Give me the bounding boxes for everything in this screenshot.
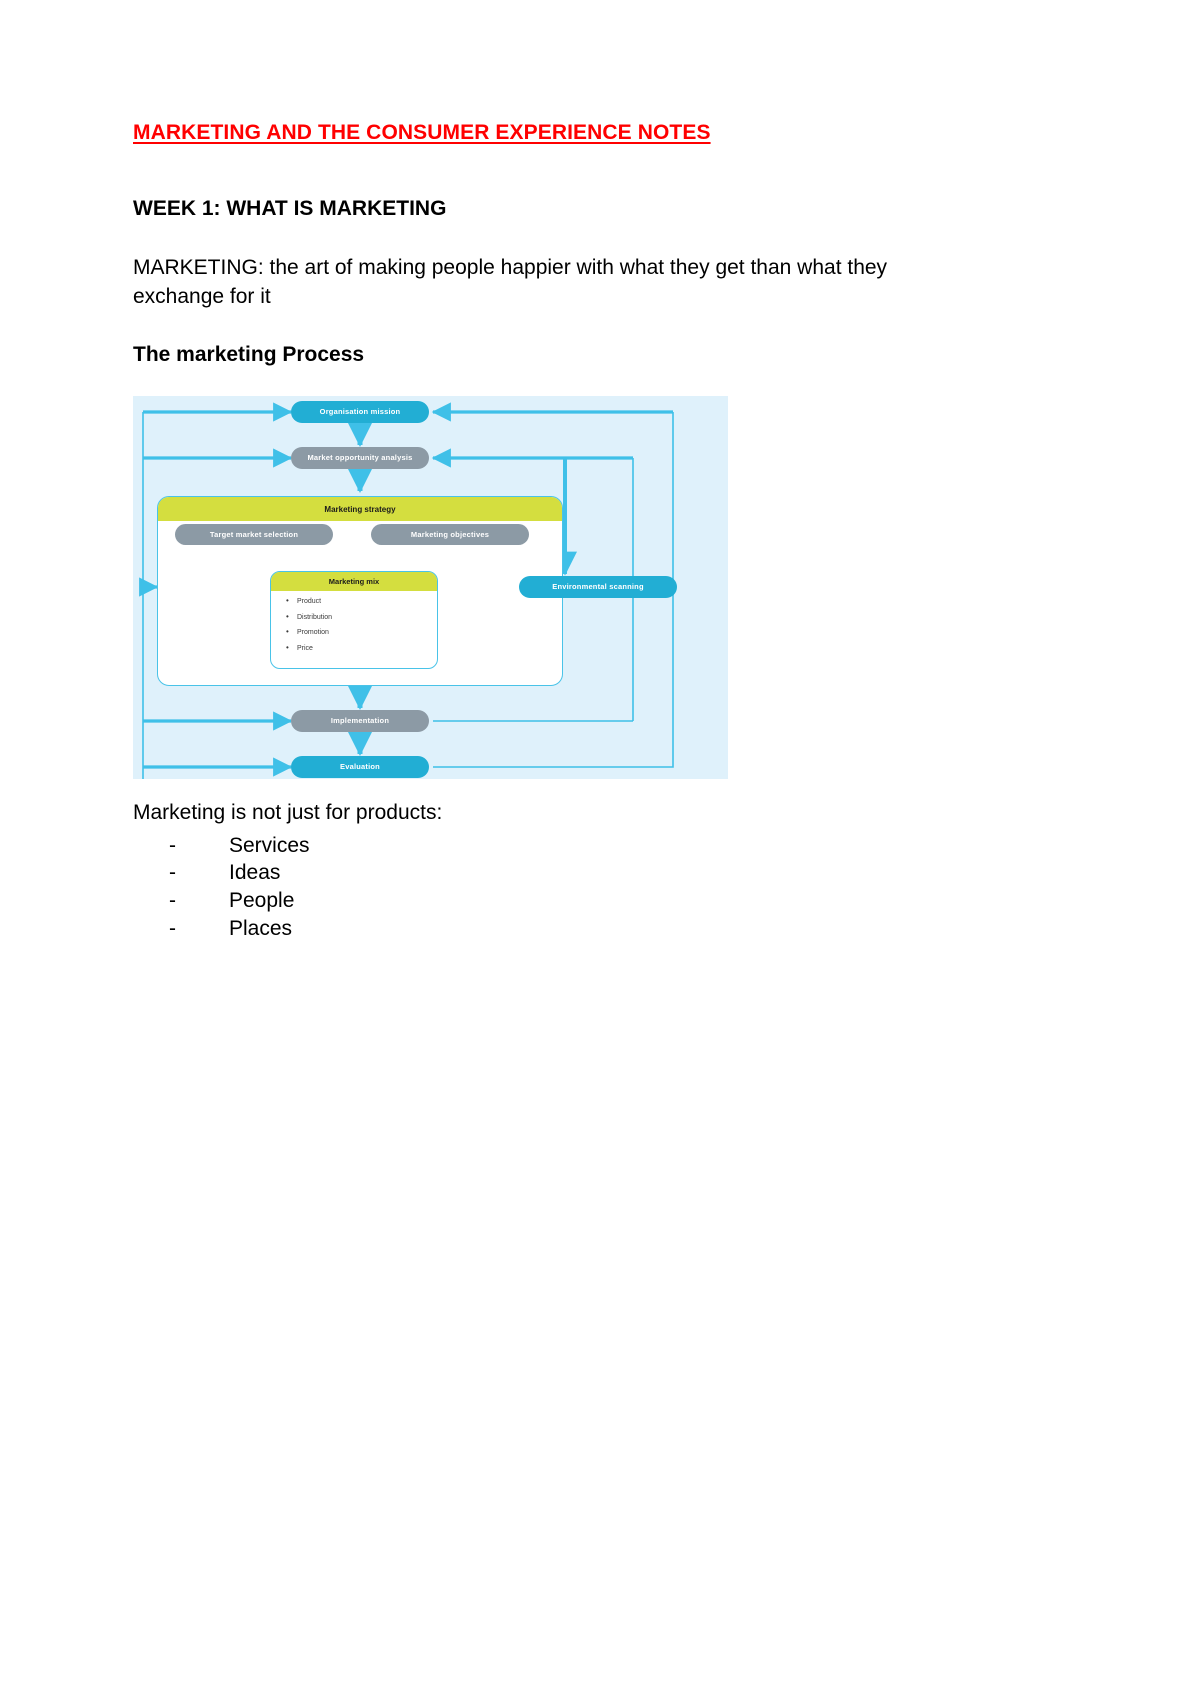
document-content: MARKETING AND THE CONSUMER EXPERIENCE NO… [133,120,993,943]
not-just-products-list: - Services - Ideas - People - Places [133,832,993,943]
list-item: - Services [169,832,993,860]
marketing-mix-list: Product Distribution Promotion Price [271,591,437,652]
list-dash: - [169,889,176,913]
node-target-market-selection: Target market selection [175,524,333,546]
list-item-label: Services [229,833,310,857]
list-item-label: People [229,889,295,913]
list-item: - Ideas [169,859,993,887]
marketing-mix-item: Price [286,644,437,652]
marketing-mix-item: Product [286,597,437,605]
list-dash: - [169,833,176,857]
node-evaluation: Evaluation [291,756,429,779]
marketing-process-heading: The marketing Process [133,343,365,367]
marketing-process-diagram: Organisation mission Market opportunity … [133,396,728,780]
week-heading: WEEK 1: WHAT IS MARKETING [133,197,447,221]
list-dash: - [169,861,176,885]
marketing-mix-item: Promotion [286,628,437,636]
node-marketing-objectives: Marketing objectives [371,524,529,546]
node-environmental-scanning-label: Environmental scanning [552,582,644,592]
list-item-label: Places [229,916,293,940]
list-item-label: Ideas [229,861,281,885]
list-item: - Places [169,915,993,943]
node-marketing-objectives-label: Marketing objectives [410,529,490,539]
marketing-mix-item: Distribution [286,613,437,621]
document-title: MARKETING AND THE CONSUMER EXPERIENCE NO… [133,121,711,144]
marketing-mix-header: Marketing mix [271,572,437,592]
node-target-market-selection-label: Target market selection [209,529,299,539]
marketing-mix-box: Marketing mix Product Distribution Promo… [270,571,438,670]
marketing-strategy-header: Marketing strategy [158,497,562,522]
node-organisation-mission: Organisation mission [291,401,429,424]
node-implementation: Implementation [291,710,429,733]
node-organisation-mission-label: Organisation mission [319,407,401,417]
list-dash: - [169,916,176,940]
node-market-opportunity-analysis-label: Market opportunity analysis [307,453,413,463]
node-environmental-scanning: Environmental scanning [519,576,677,599]
node-evaluation-label: Evaluation [340,762,380,772]
node-market-opportunity-analysis: Market opportunity analysis [291,447,429,470]
list-item: - People [169,887,993,915]
marketing-definition-paragraph: MARKETING: the art of making people happ… [133,255,888,309]
not-just-products-intro: Marketing is not just for products: [133,801,443,825]
node-implementation-label: Implementation [330,716,390,726]
